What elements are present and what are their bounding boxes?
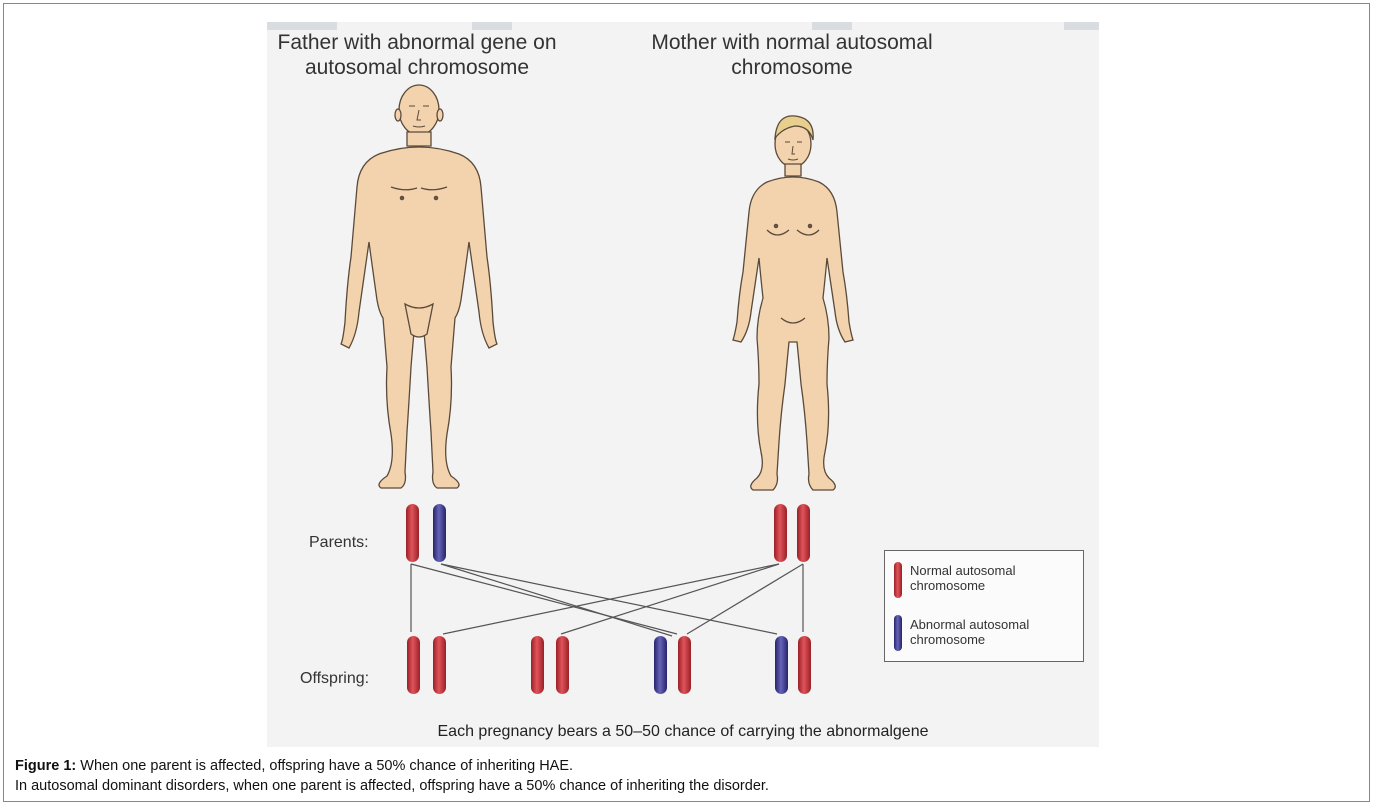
bottom-note: Each pregnancy bears a 50–50 chance of c… [267,723,1099,741]
illustration-panel: Father with abnormal gene on autosomal c… [267,22,1099,747]
legend-normal-label: Normal autosomal chromosome [910,563,1080,593]
offspring3-chromosome-b [678,636,691,694]
legend-normal-swatch [894,562,902,598]
figure-frame: Father with abnormal gene on autosomal c… [3,3,1370,802]
father-chromosome-normal [406,504,419,562]
father-chromosome-abnormal [433,504,446,562]
offspring4-chromosome-b [798,636,811,694]
mother-chromosome-normal-2 [797,504,810,562]
caption-line-1: Figure 1: When one parent is affected, o… [15,756,769,776]
offspring4-chromosome-a [775,636,788,694]
figure-caption: Figure 1: When one parent is affected, o… [15,756,769,796]
caption-label: Figure 1: [15,758,76,774]
offspring2-chromosome-b [556,636,569,694]
offspring1-chromosome-b [433,636,446,694]
mother-chromosome-normal-1 [774,504,787,562]
offspring3-chromosome-a [654,636,667,694]
caption-line-2: In autosomal dominant disorders, when on… [15,776,769,796]
offspring2-chromosome-a [531,636,544,694]
legend: Normal autosomal chromosome Abnormal aut… [884,550,1084,662]
legend-abnormal-label: Abnormal autosomal chromosome [910,617,1080,647]
caption-text-1: When one parent is affected, offspring h… [80,758,573,774]
legend-abnormal-swatch [894,615,902,651]
offspring1-chromosome-a [407,636,420,694]
